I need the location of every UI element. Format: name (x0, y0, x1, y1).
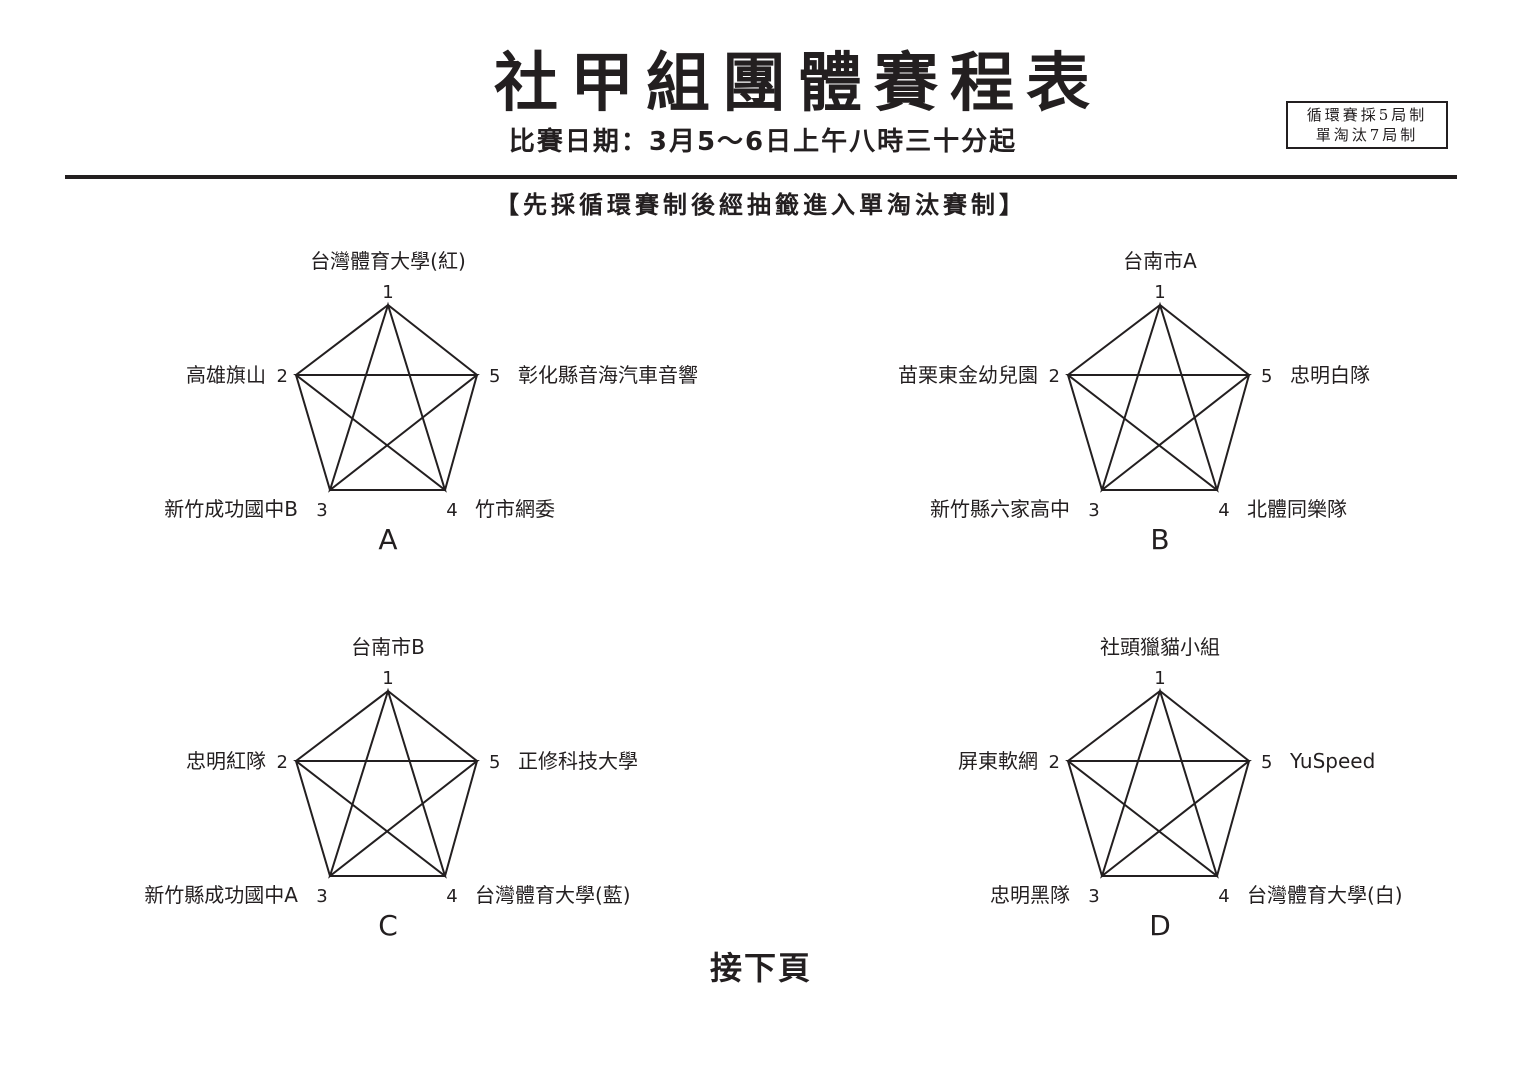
team-name: 忠明白隊 (1290, 363, 1370, 387)
seat-number-1: 1 (1154, 282, 1165, 303)
team-name: 社頭獵貓小組 (1100, 635, 1220, 659)
seat-number-5: 5 (489, 752, 500, 773)
team-name: 苗栗東金幼兒園 (898, 363, 1038, 387)
team-name: 竹市網委 (475, 497, 555, 521)
match-lines (1065, 687, 1252, 879)
team-name: 北體同樂隊 (1247, 497, 1347, 521)
pentagon-outline (294, 303, 479, 491)
pentagon-outline (1066, 303, 1251, 491)
group-label: D (1149, 909, 1171, 942)
team-name: 台灣體育大學(藍) (475, 883, 631, 907)
tournament-format-note: 【先採循環賽制後經抽籤進入單淘汰賽制】 (495, 191, 1027, 219)
seat-number-5: 5 (1261, 752, 1272, 773)
group-label: B (1150, 523, 1169, 556)
team-name: 新竹縣成功國中A (144, 883, 298, 907)
seat-number-3: 3 (316, 500, 327, 521)
seat-number-5: 5 (1261, 366, 1272, 387)
seat-number-4: 4 (1218, 500, 1229, 521)
knockout-rule: 單淘汰7局制 (1315, 126, 1419, 144)
seat-number-3: 3 (1088, 886, 1099, 907)
seat-number-2: 2 (1049, 752, 1060, 773)
continued-next-page: 接下頁 (709, 949, 812, 987)
seat-number-1: 1 (382, 668, 393, 689)
seat-number-4: 4 (446, 886, 457, 907)
seat-number-2: 2 (277, 752, 288, 773)
seat-number-2: 2 (1049, 366, 1060, 387)
team-name: 忠明紅隊 (186, 749, 266, 773)
pentagon-outline (294, 689, 479, 877)
seat-number-4: 4 (446, 500, 457, 521)
round-robin-rule: 循環賽採5局制 (1306, 106, 1428, 124)
team-name: 高雄旗山 (186, 363, 266, 387)
group-label: A (378, 523, 397, 556)
header-divider (65, 175, 1457, 179)
team-name: 忠明黑隊 (990, 883, 1070, 907)
team-name: 台灣體育大學(白) (1247, 883, 1403, 907)
team-name: 台灣體育大學(紅) (310, 249, 466, 273)
team-name: 新竹成功國中B (164, 497, 298, 521)
seat-number-5: 5 (489, 366, 500, 387)
match-lines (1065, 301, 1252, 493)
team-name: 台南市A (1123, 249, 1197, 273)
group-label: C (378, 909, 398, 942)
team-name: YuSpeed (1289, 749, 1375, 773)
seat-number-4: 4 (1218, 886, 1229, 907)
team-name: 彰化縣音海汽車音響 (518, 363, 698, 387)
seat-number-2: 2 (277, 366, 288, 387)
match-lines (293, 687, 480, 879)
match-lines (293, 301, 480, 493)
pentagon-outline (1066, 689, 1251, 877)
seat-number-3: 3 (316, 886, 327, 907)
seat-number-1: 1 (1154, 668, 1165, 689)
team-name: 屏東軟網 (958, 749, 1038, 773)
match-date: 比賽日期：3月5～6日上午八時三十分起 (508, 127, 1018, 157)
team-name: 正修科技大學 (518, 749, 638, 773)
page-title: 社甲組團體賽程表 (494, 46, 1102, 121)
seat-number-3: 3 (1088, 500, 1099, 521)
team-name: 新竹縣六家高中 (930, 497, 1070, 521)
team-name: 台南市B (351, 635, 425, 659)
match-format-box: 循環賽採5局制 單淘汰7局制 (1286, 101, 1448, 149)
seat-number-1: 1 (382, 282, 393, 303)
